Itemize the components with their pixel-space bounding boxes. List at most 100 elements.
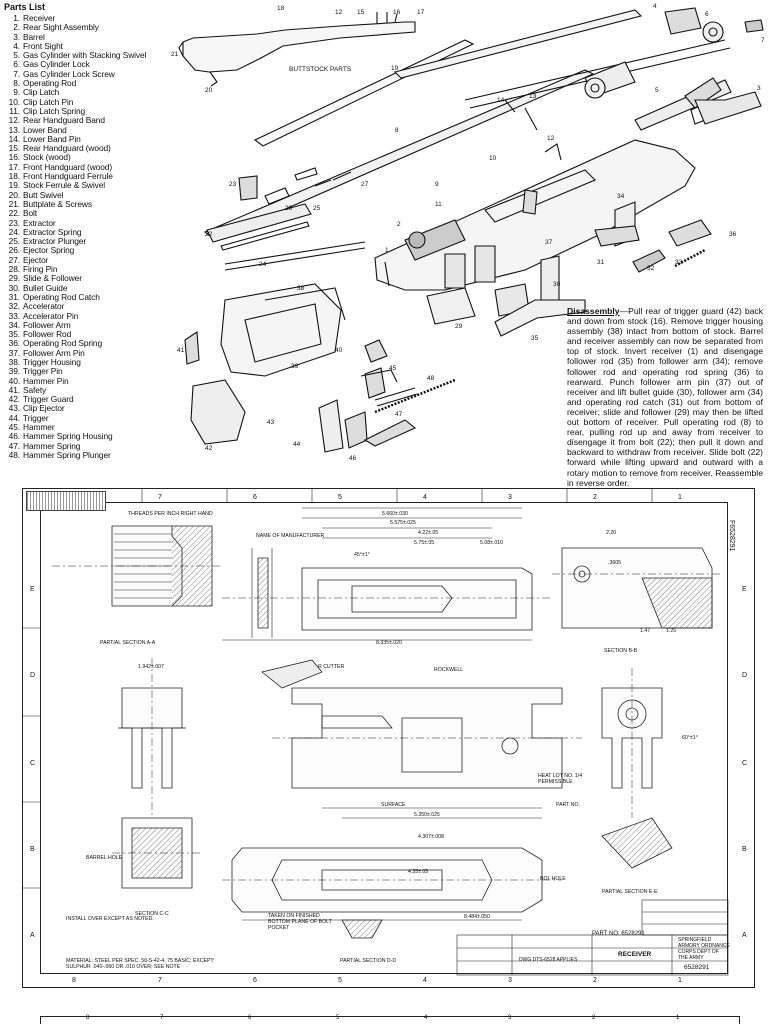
callout: 18 bbox=[277, 5, 285, 12]
dimension: 8.335±.020 bbox=[376, 640, 402, 646]
dimension: 5.660±.030 bbox=[382, 511, 408, 517]
disassembly-heading: Disassembly bbox=[567, 306, 620, 316]
parts-list-item: 36.Operating Rod Spring bbox=[4, 339, 164, 349]
parts-list-item: 11.Clip Latch Spring bbox=[4, 105, 164, 116]
label-threads: THREADS PER INCH RIGHT HAND bbox=[128, 511, 213, 517]
label-taken-on: TAKEN ON FINISHED BOTTOM PLANE OF BOLT P… bbox=[268, 913, 332, 932]
parts-list-item: 33.Accelerator Pin bbox=[4, 310, 164, 321]
parts-list-item: 27.Ejector bbox=[4, 255, 164, 265]
callout: 32 bbox=[647, 265, 655, 272]
parts-list-item-label: Clip Latch bbox=[23, 87, 60, 98]
parts-list-item-number: 12. bbox=[8, 115, 20, 126]
callout: 29 bbox=[455, 323, 463, 330]
parts-list-item-label: Safety bbox=[23, 384, 47, 395]
parts-list-item-label: Hammer Spring bbox=[23, 440, 81, 451]
callout: 17 bbox=[417, 9, 425, 16]
parts-list-item: 23.Extractor bbox=[4, 218, 164, 228]
callout: 20 bbox=[205, 87, 213, 94]
parts-list-item-label: Rear Handguard Band bbox=[23, 115, 105, 126]
disassembly-instructions: Disassembly—Pull rear of trigger guard (… bbox=[567, 306, 763, 488]
parts-list-item-label: Bullet Guide bbox=[23, 282, 68, 293]
parts-list-item: 37.Follower Arm Pin bbox=[4, 347, 164, 358]
zone-number: 7 bbox=[160, 1015, 164, 1021]
dimension: 4.22±.05 bbox=[418, 530, 439, 536]
callout: 34 bbox=[617, 193, 625, 200]
parts-list-item-label: Stock (wood) bbox=[23, 152, 71, 163]
zone-number: 5 bbox=[338, 977, 342, 984]
zone-number: 2 bbox=[593, 977, 597, 984]
parts-list-item-number: 32. bbox=[8, 301, 20, 312]
callout: 3 bbox=[757, 85, 761, 92]
parts-list-item-number: 38. bbox=[8, 356, 20, 367]
callout: 47 bbox=[395, 411, 403, 418]
parts-list-item-label: Front Handguard Ferrule bbox=[23, 171, 113, 182]
parts-list-item-number: 24. bbox=[8, 226, 20, 237]
parts-list-item-label: Follower Arm Pin bbox=[23, 347, 85, 358]
title-block-title: RECEIVER bbox=[618, 951, 652, 958]
stamp-box bbox=[26, 491, 106, 511]
zone-letter: C bbox=[30, 760, 36, 767]
label-section-aa: PARTIAL SECTION A-A bbox=[100, 640, 156, 646]
parts-list-item-number: 8. bbox=[13, 78, 20, 89]
parts-list-item-label: Accelerator Pin bbox=[23, 310, 79, 321]
parts-list-item-number: 47. bbox=[8, 440, 20, 451]
callout: 25 bbox=[313, 205, 321, 212]
parts-list-item-number: 45. bbox=[8, 422, 20, 433]
parts-list-item-label: Follower Rod bbox=[23, 329, 72, 340]
zone-number: 8 bbox=[72, 977, 76, 984]
zone-number: 3 bbox=[508, 977, 512, 984]
dimension: 4.35±.05 bbox=[408, 869, 429, 875]
label-heat-lot: HEAT LOT NO. 1/4 PERMISSIBLE bbox=[538, 773, 583, 786]
callout: 15 bbox=[357, 9, 365, 16]
parts-list-item: 14.Lower Band Pin bbox=[4, 133, 164, 144]
parts-list-item-label: Slide & Follower bbox=[23, 273, 82, 284]
parts-list-item-label: Rear Sight Assembly bbox=[23, 22, 99, 33]
trigger-housing-cluster bbox=[184, 283, 418, 453]
parts-list-item: 8.Operating Rod bbox=[4, 78, 164, 89]
dimension: 5.08±.010 bbox=[480, 540, 504, 546]
zone-letter: E bbox=[30, 586, 35, 593]
zone-number: 4 bbox=[424, 1015, 428, 1021]
callout: 21 bbox=[171, 51, 179, 58]
parts-list-item-label: Barrel bbox=[23, 31, 45, 42]
parts-list-item: 15.Rear Handguard (wood) bbox=[4, 143, 164, 153]
parts-list-item-number: 26. bbox=[8, 245, 20, 256]
parts-list-item-label: Bolt bbox=[23, 208, 38, 219]
parts-list-item-number: 14. bbox=[8, 133, 20, 144]
parts-list-item-number: 11. bbox=[9, 105, 20, 116]
parts-list-item-number: 9. bbox=[13, 87, 20, 98]
parts-list-item-number: 20. bbox=[8, 189, 20, 200]
parts-list-item: 34.Follower Arm bbox=[4, 320, 164, 330]
parts-list-item: 2.Rear Sight Assembly bbox=[4, 22, 164, 33]
zone-number: 3 bbox=[508, 494, 512, 501]
zone-number: 4 bbox=[423, 494, 427, 501]
parts-list-item: 26.Ejector Spring bbox=[4, 245, 164, 256]
label-part-no: PART NO. bbox=[556, 802, 580, 808]
parts-list-item-label: Gas Cylinder Lock Screw bbox=[23, 68, 115, 79]
parts-list-item: 30.Bullet Guide bbox=[4, 282, 164, 293]
parts-list-item: 17.Front Handguard (wood) bbox=[4, 162, 164, 172]
parts-list-item: 25.Extractor Plunger bbox=[4, 236, 164, 246]
callout: 5 bbox=[655, 87, 659, 94]
title-block-drawing-number: 6528291 bbox=[684, 964, 710, 971]
callout: 14 bbox=[497, 97, 505, 104]
callout: 10 bbox=[489, 155, 497, 162]
dimension: 1.47 bbox=[640, 628, 651, 634]
title-block-grid bbox=[456, 899, 729, 976]
parts-list-item-label: Operating Rod bbox=[23, 78, 77, 89]
parts-list-item-number: 16. bbox=[8, 152, 20, 163]
parts-list-item-number: 1. bbox=[13, 13, 20, 23]
dimension: 60°±1° bbox=[682, 735, 698, 741]
parts-list-title: Parts List bbox=[4, 2, 46, 12]
callout: 11 bbox=[435, 201, 442, 208]
parts-list-item-label: Stock Ferrule & Swivel bbox=[23, 180, 106, 191]
parts-list-item: 48.Hammer Spring Plunger bbox=[4, 449, 164, 460]
zone-number: 5 bbox=[336, 1015, 340, 1021]
drawing-sheet-border bbox=[22, 488, 755, 988]
callout: 12 bbox=[547, 135, 555, 142]
parts-list-item-label: Lower Band bbox=[23, 124, 67, 135]
label-section-cc: SECTION C-C bbox=[135, 911, 169, 917]
note-material: MATERIAL: STEEL PER SPEC. 50-S-42-4, 75 … bbox=[66, 958, 215, 971]
parts-list-item-number: 48. bbox=[8, 449, 20, 460]
